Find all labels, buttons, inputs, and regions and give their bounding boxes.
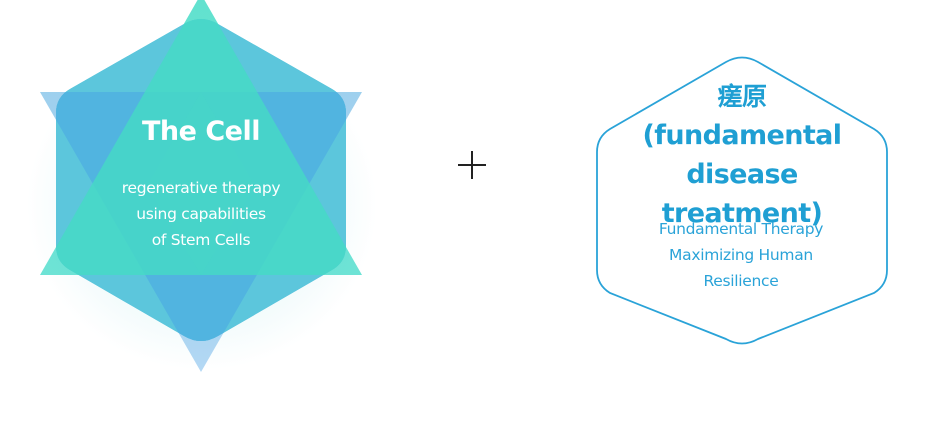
treatment-subtitle-line: Fundamental Therapy xyxy=(658,220,824,238)
treatment-title-line: disease treatment) xyxy=(661,159,823,229)
cell-title: The Cell xyxy=(142,116,261,147)
treatment-title-line: (fundamental xyxy=(642,120,843,151)
treatment-subtitle: Fundamental Therapy Maximizing Human Res… xyxy=(620,216,862,294)
cell-subtitle-line: using capabilities xyxy=(136,205,266,223)
cell-subtitle-line: of Stem Cells xyxy=(151,231,251,249)
treatment-hexagon-outline xyxy=(596,56,888,345)
cell-subtitle-line: regenerative therapy xyxy=(121,179,281,197)
plus-icon xyxy=(458,151,486,179)
cell-subtitle: regenerative therapy using capabilities … xyxy=(96,175,306,253)
treatment-subtitle-line: Maximizing Human xyxy=(669,246,813,264)
treatment-subtitle-line: Resilience xyxy=(703,272,779,290)
treatment-title: 瘥原 (fundamental disease treatment) xyxy=(602,77,882,233)
treatment-title-hanja: 瘥原 xyxy=(717,82,767,111)
